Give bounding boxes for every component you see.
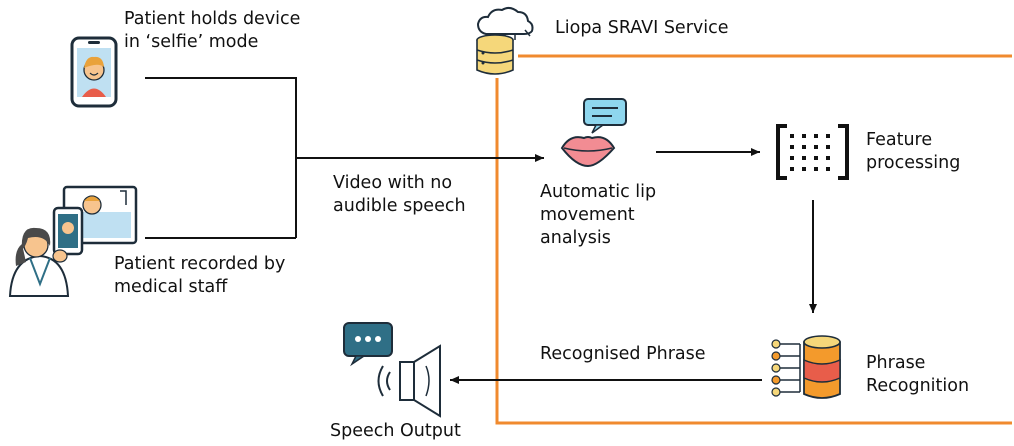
phrase-recognition-label: Phrase Recognition xyxy=(866,353,970,396)
service-boundary xyxy=(495,54,1012,425)
connector-selfie xyxy=(145,77,297,238)
video-label: Video with no audible speech xyxy=(333,173,466,216)
feature-matrix-icon xyxy=(776,124,849,180)
database-network-icon xyxy=(771,335,841,399)
speaker-chat-icon xyxy=(343,322,441,418)
speech-output-label: Speech Output xyxy=(330,421,461,441)
feature-processing-label: Feature processing xyxy=(866,130,961,173)
patient-staff-label: Patient recorded by medical staff xyxy=(114,254,286,297)
lips-speech-icon xyxy=(560,98,627,168)
medical-staff-recording-icon xyxy=(8,185,138,297)
service-title: Liopa SRAVI Service xyxy=(555,18,729,38)
patient-selfie-label: Patient holds device in ‘selfie’ mode xyxy=(124,9,301,52)
recognised-phrase-label: Recognised Phrase xyxy=(540,344,706,364)
lip-analysis-label: Automatic lip movement analysis xyxy=(540,182,657,248)
smartphone-selfie-icon xyxy=(70,36,118,108)
cloud-database-icon xyxy=(476,6,534,75)
